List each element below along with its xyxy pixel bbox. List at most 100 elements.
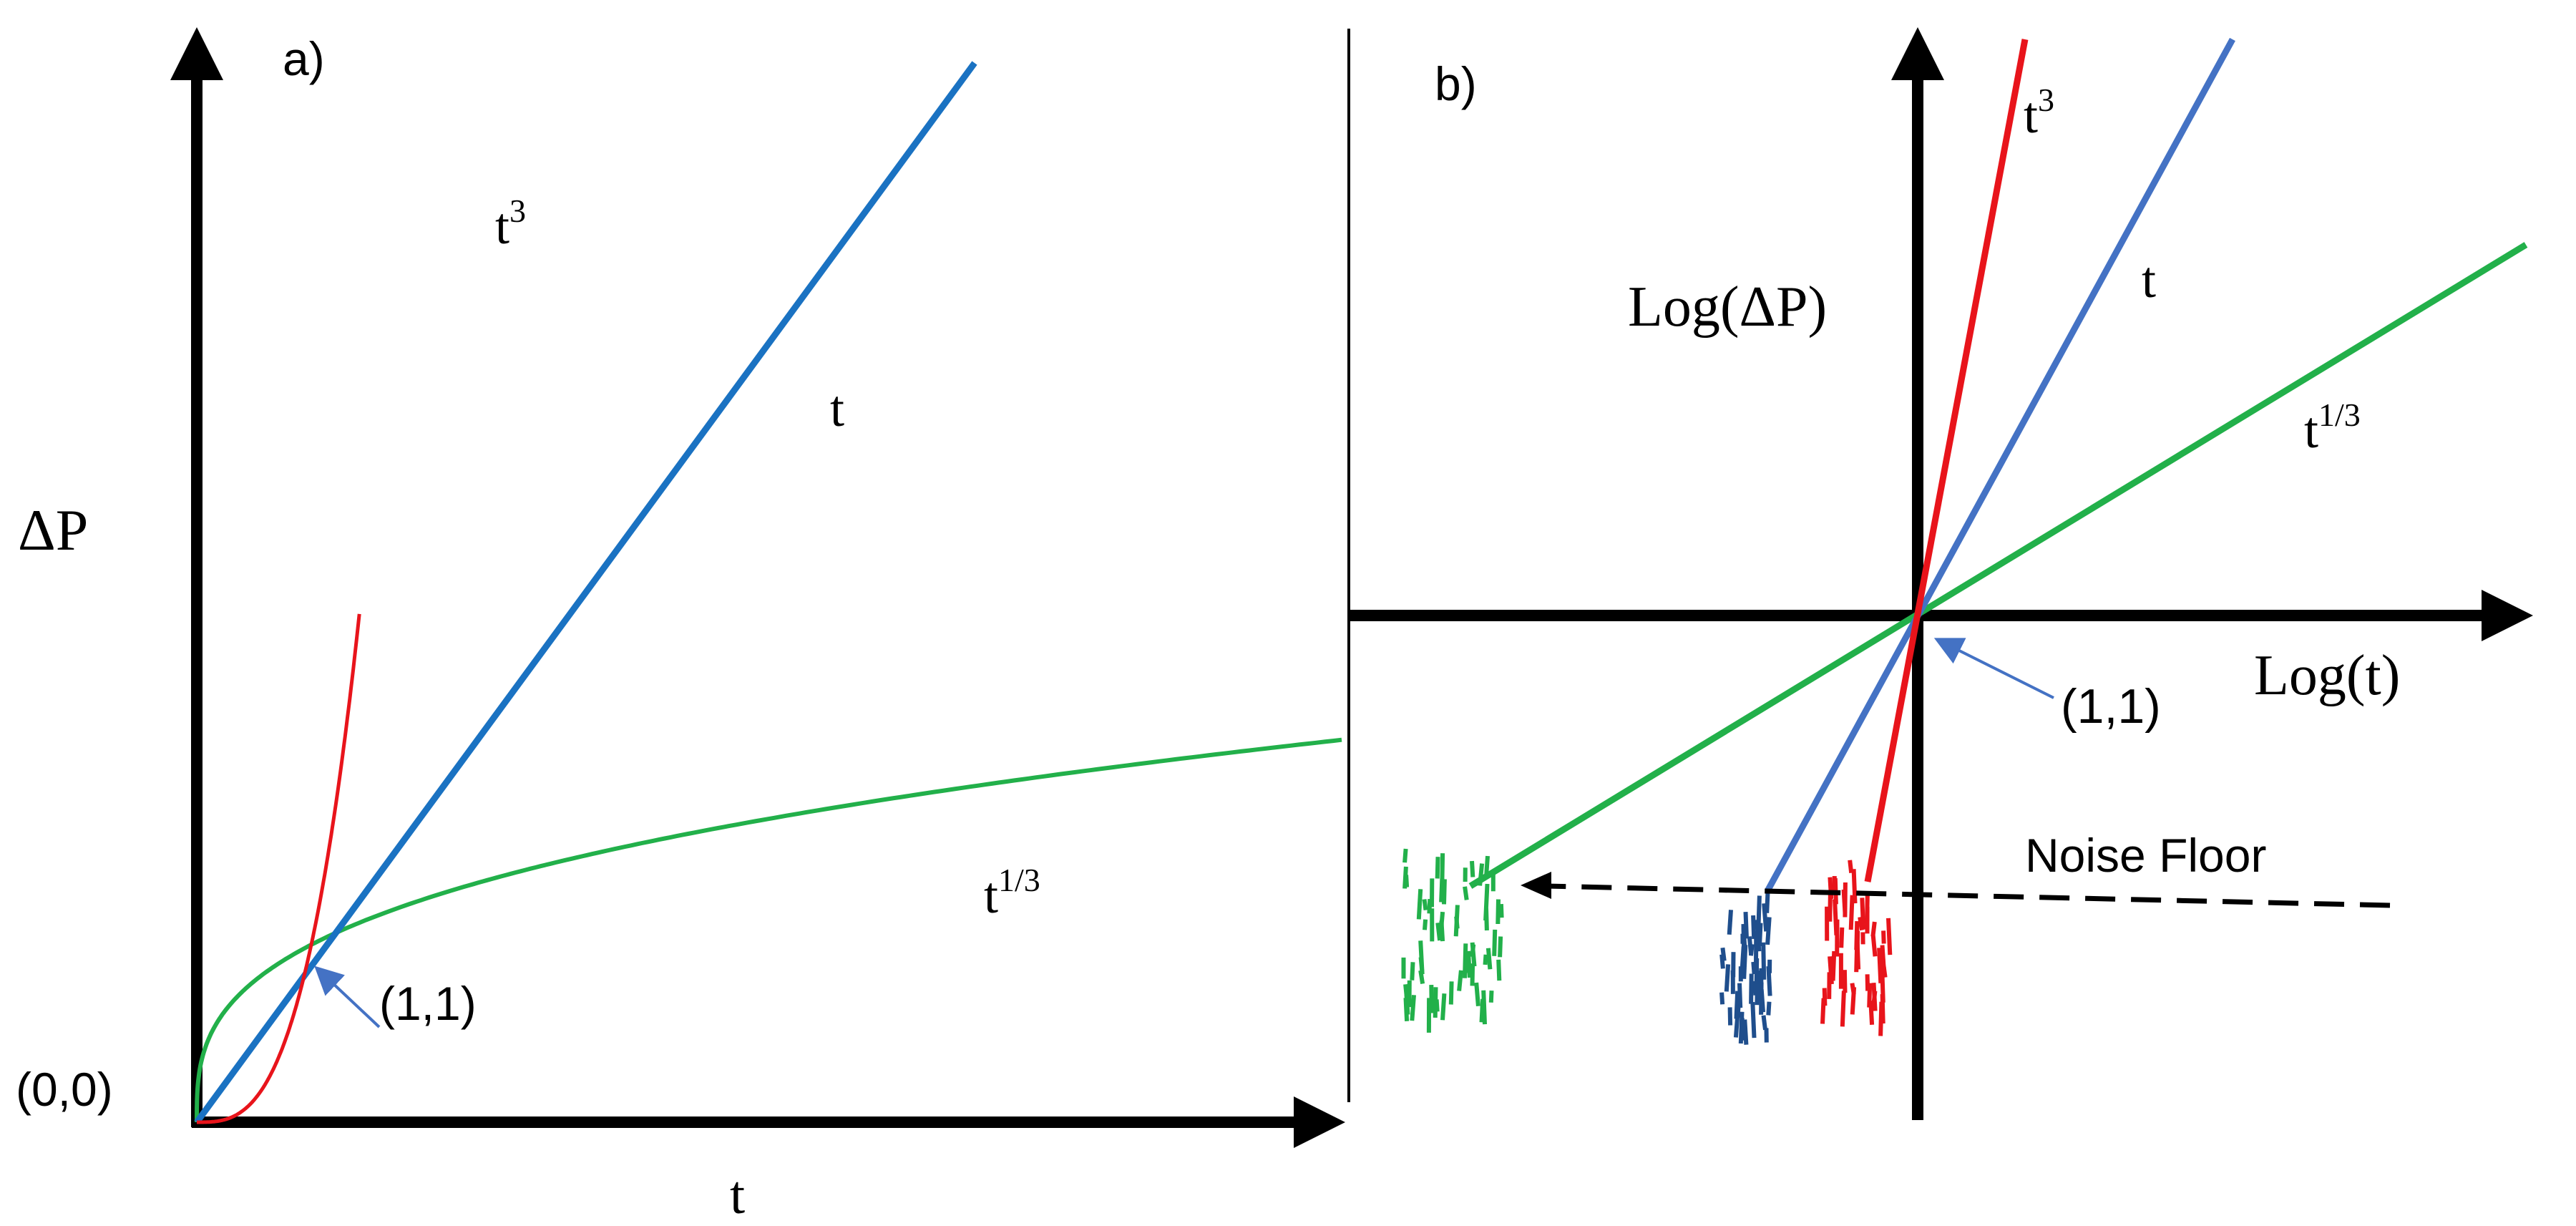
noise-mark: [1448, 981, 1454, 1005]
noise-mark: [1727, 1007, 1733, 1026]
arrowhead-icon: [1521, 872, 1551, 899]
panel-b-line-label-t: t: [2142, 251, 2156, 308]
panel-a-label: a): [283, 32, 325, 85]
panel-a-intersection-label: (1,1): [379, 977, 477, 1030]
noise-mark: [1759, 989, 1765, 1013]
noise-mark: [1841, 889, 1848, 914]
noise-mark: [1766, 965, 1772, 996]
noise-mark: [1433, 987, 1438, 1018]
panel-a-curve-label-t13: t1/3: [984, 862, 1040, 924]
noise-mark: [1484, 908, 1489, 931]
noise-mark: [1440, 993, 1447, 1021]
panel-b-line-label-t13: t1/3: [2304, 396, 2361, 459]
noise-mark: [1478, 863, 1485, 886]
noise-mark: [1839, 927, 1845, 948]
noise-mark: [1440, 853, 1445, 891]
noise-mark: [1756, 895, 1762, 928]
noise-mark: [1886, 918, 1893, 955]
curve-t-cubed: [197, 613, 361, 1124]
noise-cluster-green: [1401, 848, 1504, 1033]
noise-mark: [1766, 1001, 1772, 1016]
noise-cluster-blue: [1719, 888, 1772, 1045]
panel-b-x-axis-label: Log(t): [2254, 644, 2400, 707]
panel-a-y-axis-label: ΔP: [18, 497, 88, 563]
line-t-one-third: [1468, 242, 2528, 889]
curve-t-linear: [194, 61, 977, 1124]
noise-mark: [1439, 911, 1445, 928]
noise-mark: [1749, 973, 1754, 1004]
noise-mark: [1402, 848, 1408, 863]
noise-mark: [1870, 921, 1877, 937]
panel-a-curve-label-t3: t3: [495, 193, 526, 255]
noise-mark: [1751, 915, 1757, 940]
noise-mark: [1410, 962, 1415, 981]
noise-mark: [1418, 940, 1425, 974]
noise-mark: [1741, 928, 1747, 949]
noise-mark: [1496, 959, 1502, 981]
noise-mark: [1474, 982, 1480, 1007]
arrowhead-icon: [2482, 590, 2533, 641]
arrowhead-icon: [170, 27, 223, 80]
panel-a-curve-label-t: t: [830, 380, 844, 437]
noise-mark: [1751, 961, 1757, 975]
noise-mark: [1748, 943, 1755, 956]
noise-mark: [1848, 860, 1854, 874]
pointer-arrow-icon: [314, 965, 381, 1028]
noise-mark: [1488, 990, 1494, 1003]
noise-mark: [1860, 897, 1866, 930]
panel-b-line-label-t3: t3: [2024, 82, 2054, 144]
noise-mark: [1416, 889, 1423, 920]
line-t-cubed: [1864, 39, 2029, 882]
arrowhead-icon: [1294, 1096, 1345, 1148]
line-t-linear: [1765, 37, 2235, 893]
noise-mark: [1840, 991, 1846, 1027]
noise-mark: [1867, 983, 1873, 1008]
curve-t-one-third: [195, 737, 1342, 1123]
noise-mark: [1466, 950, 1472, 978]
panel-a-origin-label: (0,0): [16, 1063, 113, 1116]
noise-mark: [1410, 995, 1416, 1021]
panel-b-y-axis-label: Log(ΔP): [1628, 276, 1827, 339]
panel-a: a) ΔP t (0,0) (1,1) t3 t t1/3: [16, 27, 1345, 1225]
noise-mark: [1881, 930, 1886, 944]
panel-b: b) Log(ΔP) Log(t) (1,1) Noise Floor t3 t…: [1349, 27, 2533, 1120]
noise-mark: [1865, 892, 1870, 923]
noise-mark: [1724, 964, 1731, 992]
noise-mark: [1719, 954, 1725, 969]
noise-mark: [1404, 875, 1410, 887]
noise-cluster-red: [1820, 860, 1893, 1036]
noise-mark: [1470, 860, 1475, 877]
noise-mark: [1851, 869, 1858, 904]
noise-mark: [1858, 916, 1864, 931]
noise-mark: [1470, 942, 1477, 967]
noise-mark: [1765, 917, 1772, 945]
noise-mark: [1498, 903, 1504, 918]
noise-mark: [1442, 879, 1447, 905]
noise-mark: [1738, 1011, 1745, 1044]
noise-mark: [1877, 948, 1883, 983]
panel-b-intersection-label: (1,1): [2061, 679, 2161, 734]
noise-mark: [1483, 954, 1488, 965]
noise-mark: [1733, 1010, 1740, 1038]
noise-mark: [1833, 899, 1839, 935]
noise-mark: [1453, 905, 1460, 937]
noise-mark: [1435, 923, 1443, 941]
noise-mark: [1761, 1015, 1767, 1031]
noise-mark: [1761, 942, 1767, 980]
noise-floor-line: [1545, 883, 2391, 908]
noise-mark: [1463, 886, 1469, 900]
noise-mark: [1750, 1001, 1757, 1038]
noise-mark: [1880, 945, 1886, 969]
noise-mark: [1479, 998, 1485, 1023]
noise-mark: [1743, 911, 1749, 939]
pointer-arrow-icon: [1933, 638, 2054, 699]
noise-mark: [1739, 946, 1746, 978]
noise-mark: [1870, 935, 1878, 957]
noise-mark: [1727, 910, 1733, 935]
noise-mark: [1848, 895, 1855, 930]
arrowhead-icon: [1891, 27, 1944, 80]
noise-mark: [1422, 899, 1428, 910]
noise-mark: [1403, 998, 1410, 1021]
noise-mark: [1457, 970, 1463, 991]
